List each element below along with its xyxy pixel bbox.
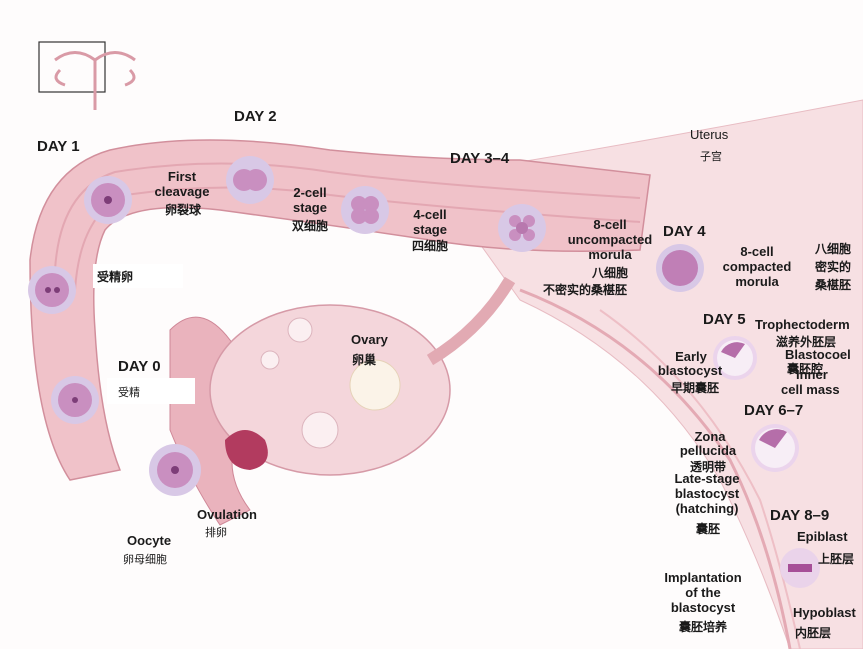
cell-early-blastocyst — [713, 336, 757, 380]
ovary-shape — [209, 304, 451, 476]
label-early-blast-zh: 早期囊胚 — [670, 381, 719, 395]
ovarian-ligament — [426, 276, 516, 366]
label-8cell-comp-1: 8-cell — [740, 244, 774, 259]
label-implant-3: blastocyst — [670, 600, 736, 615]
uterus-wall-inner-2 — [599, 309, 801, 649]
cell-8cell-uncompacted — [498, 204, 546, 252]
label-8cell-comp-zh1: 八细胞 — [814, 242, 851, 256]
label-inner-2: cell mass — [781, 382, 840, 397]
follicle-4 — [260, 350, 280, 370]
label-ovary-en: Ovary — [351, 332, 388, 347]
label-blastocoel-zh: 囊胚腔 — [787, 362, 824, 376]
label-first-cleavage-2: cleavage — [154, 184, 210, 199]
uterus-icon-frame — [38, 41, 106, 93]
label-epiblast-en: Epiblast — [797, 529, 848, 544]
label-2cell-zh: 双细胞 — [291, 219, 328, 233]
label-box-fertilized — [93, 264, 183, 288]
ruptured-follicle — [225, 430, 268, 470]
label-8cell-unc-2: uncompacted — [567, 232, 653, 247]
uterus-wall-inner — [519, 288, 792, 649]
label-inner-1: Inner — [796, 367, 828, 382]
label-epiblast-zh: 上胚层 — [818, 552, 855, 566]
label-oocyte-zh: 卵母细胞 — [123, 553, 167, 566]
label-day2: DAY 2 — [234, 108, 277, 125]
label-zona-zh: 透明带 — [689, 460, 726, 474]
label-late-2: blastocyst — [674, 486, 740, 501]
cell-2cell — [226, 156, 274, 204]
cell-day1 — [84, 176, 132, 224]
label-uterus-zh: 子宫 — [700, 150, 722, 163]
label-implant-zh: 囊胚培养 — [678, 620, 727, 634]
label-fertilization-zh: 受精 — [118, 386, 140, 399]
label-8cell-comp-zh3: 桑椹胚 — [814, 278, 851, 292]
cell-4cell — [341, 186, 389, 234]
follicle-3 — [287, 317, 313, 343]
cell-implanted — [780, 548, 820, 588]
follicle-2 — [301, 411, 339, 449]
label-late-3: (hatching) — [675, 501, 739, 516]
uterus-icon — [54, 51, 136, 110]
cell-oocyte — [149, 444, 201, 496]
label-ovulation-zh: 排卵 — [205, 526, 227, 539]
label-oocyte-en: Oocyte — [127, 533, 172, 548]
label-2cell-1: 2-cell — [293, 185, 327, 200]
label-hypoblast-zh: 内胚层 — [795, 626, 832, 640]
label-first-cleavage-zh: 卵裂球 — [164, 203, 201, 217]
label-early-blast-1: Early — [675, 349, 707, 364]
label-implant-1: Implantation — [664, 570, 742, 585]
label-ovulation-en: Ovulation — [197, 507, 257, 522]
follicle-1 — [349, 359, 401, 411]
label-day34: DAY 3–4 — [450, 150, 510, 167]
label-early-blast-2: blastocyst — [657, 363, 723, 378]
label-2cell-2: stage — [293, 200, 327, 215]
label-8cell-comp-3: morula — [735, 274, 779, 289]
label-day0: DAY 0 — [118, 358, 161, 375]
label-trophectoderm-en: Trophectoderm — [755, 317, 850, 332]
label-trophectoderm-zh: 滋养外胚层 — [776, 335, 837, 349]
label-4cell-1: 4-cell — [413, 207, 447, 222]
label-4cell-2: stage — [413, 222, 447, 237]
label-ovary-zh: 卵巢 — [352, 353, 377, 367]
cell-fertilized — [28, 266, 76, 314]
label-day1: DAY 1 — [37, 138, 80, 155]
label-8cell-unc-zh1: 八细胞 — [591, 266, 628, 280]
label-day67: DAY 6–7 — [744, 402, 804, 419]
label-8cell-unc-1: 8-cell — [593, 217, 627, 232]
label-uterus-en: Uterus — [690, 127, 729, 142]
label-hypoblast-en: Hypoblast — [793, 605, 856, 620]
label-day5: DAY 5 — [703, 311, 746, 328]
fallopian-tube — [29, 139, 651, 481]
label-implant-2: of the — [685, 585, 721, 600]
label-first-cleavage-1: First — [167, 169, 197, 184]
label-day4: DAY 4 — [663, 223, 706, 240]
cell-late-blastocyst — [751, 424, 799, 472]
label-8cell-comp-2: compacted — [722, 259, 792, 274]
label-box-fertilization — [107, 378, 195, 404]
label-blastocoel-en: Blastocoel — [785, 347, 851, 362]
label-8cell-unc-3: morula — [588, 247, 632, 262]
label-8cell-unc-zh2: 不密实的桑椹胚 — [542, 283, 627, 297]
label-4cell-zh: 四细胞 — [411, 239, 448, 253]
label-late-zh: 囊胚 — [695, 522, 720, 536]
label-8cell-comp-zh2: 密实的 — [814, 260, 851, 274]
label-zona-1: Zona — [694, 429, 726, 444]
label-day89: DAY 8–9 — [770, 507, 830, 524]
label-fertilized-zh: 受精卵 — [97, 270, 134, 284]
cell-8cell-compacted — [656, 244, 704, 292]
label-zona-2: pellucida — [679, 443, 737, 458]
cell-day0 — [51, 376, 99, 424]
label-late-1: Late-stage — [674, 471, 740, 486]
